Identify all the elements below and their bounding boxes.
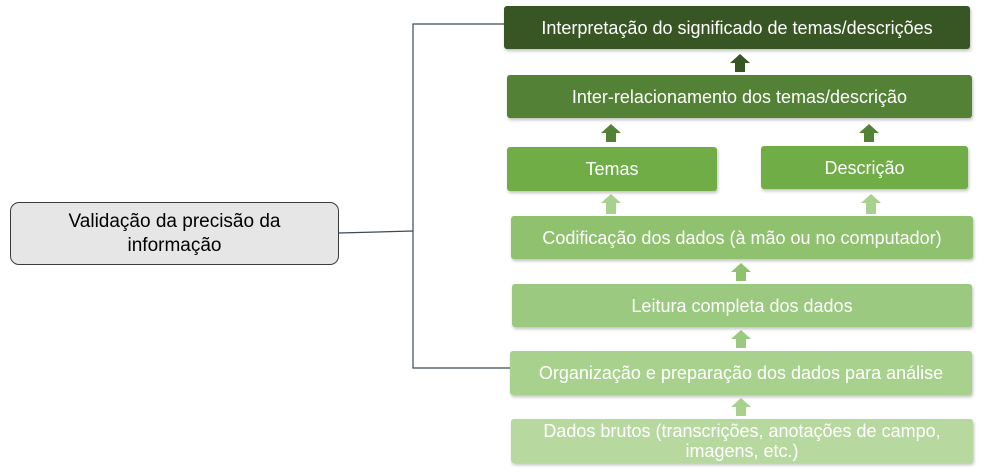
reading-label: Leitura completa dos dados xyxy=(631,295,853,316)
description-label: Descrição xyxy=(824,157,905,178)
themes-label: Temas xyxy=(585,159,639,179)
raw-data-label: Dados brutos (transcrições, anotações de… xyxy=(543,421,941,461)
arrow-up-icon xyxy=(731,263,751,281)
description-box: Descrição xyxy=(761,146,968,189)
coding-box: Codificação dos dados (à mão ou no compu… xyxy=(511,216,973,259)
reading-box: Leitura completa dos dados xyxy=(512,284,972,327)
validation-label: Validação da precisão da informação xyxy=(68,210,281,256)
organization-box: Organização e preparação dos dados para … xyxy=(510,351,972,395)
raw-data-box: Dados brutos (transcrições, anotações de… xyxy=(511,419,973,463)
organization-label: Organização e preparação dos dados para … xyxy=(538,363,944,383)
arrow-up-icon xyxy=(601,124,621,142)
interpretation-box: Interpretação do significado de temas/de… xyxy=(504,6,970,49)
arrow-up-icon xyxy=(731,398,751,416)
arrow-up-icon xyxy=(731,330,751,348)
interpretation-label: Interpretação do significado de temas/de… xyxy=(541,17,933,38)
arrow-up-icon xyxy=(730,54,750,72)
interrelation-box: Inter-relacionamento dos temas/descrição xyxy=(507,75,972,118)
arrow-up-icon xyxy=(859,124,879,142)
themes-box: Temas xyxy=(507,147,717,191)
interrelation-label: Inter-relacionamento dos temas/descrição xyxy=(571,86,908,107)
arrow-up-icon xyxy=(861,194,881,214)
arrow-up-icon xyxy=(601,194,621,214)
validation-box: Validação da precisão da informação xyxy=(10,202,339,265)
coding-label: Codificação dos dados (à mão ou no compu… xyxy=(542,227,942,248)
